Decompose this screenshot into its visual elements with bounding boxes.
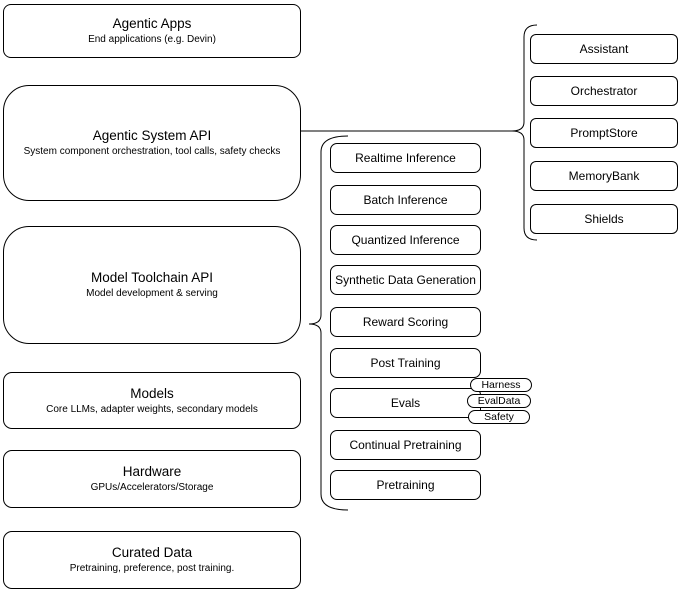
node-post-training: Post Training xyxy=(330,348,481,378)
toolchain-group-brace xyxy=(308,135,349,511)
node-memorybank: MemoryBank xyxy=(530,161,678,191)
node-subtitle: End applications (e.g. Devin) xyxy=(88,34,216,45)
node-label: Continual Pretraining xyxy=(349,438,462,452)
node-label: Orchestrator xyxy=(570,84,638,98)
node-title: Models xyxy=(130,385,174,401)
node-title: Agentic System API xyxy=(92,128,212,143)
node-label: Post Training xyxy=(370,356,441,370)
node-continual-pretraining: Continual Pretraining xyxy=(330,430,481,460)
node-label: Batch Inference xyxy=(363,193,448,207)
node-models: Models Core LLMs, adapter weights, secon… xyxy=(3,372,301,429)
node-hardware: Hardware GPUs/Accelerators/Storage xyxy=(3,450,301,508)
node-model-toolchain-api: Model Toolchain API Model development & … xyxy=(3,226,301,344)
node-subtitle: GPUs/Accelerators/Storage xyxy=(90,482,214,493)
node-subtitle: System component orchestration, tool cal… xyxy=(23,146,281,157)
node-subtitle: Model development & serving xyxy=(86,288,218,299)
node-label: MemoryBank xyxy=(568,169,640,183)
node-subtitle: Core LLMs, adapter weights, secondary mo… xyxy=(46,403,258,415)
node-subtitle: Pretraining, preference, post training. xyxy=(69,563,235,574)
node-realtime-inference: Realtime Inference xyxy=(330,143,481,173)
badge-label: Harness xyxy=(481,379,521,391)
node-label: Assistant xyxy=(579,42,629,56)
node-label: Evals xyxy=(390,396,421,410)
node-evals: Evals xyxy=(330,388,481,418)
node-label: Shields xyxy=(584,212,624,226)
node-title: Hardware xyxy=(122,464,182,479)
badge-harness: Harness xyxy=(470,378,532,392)
badge-evaldata: EvalData xyxy=(467,394,531,408)
node-quantized-inference: Quantized Inference xyxy=(330,225,481,255)
node-title: Model Toolchain API xyxy=(90,270,214,285)
node-batch-inference: Batch Inference xyxy=(330,185,481,215)
node-label: Pretraining xyxy=(376,478,435,492)
node-shields: Shields xyxy=(530,204,678,234)
node-title: Curated Data xyxy=(111,545,193,560)
node-label: Quantized Inference xyxy=(351,233,460,247)
node-synthetic-data-generation: Synthetic Data Generation xyxy=(330,265,481,295)
node-label: Reward Scoring xyxy=(362,315,449,329)
node-curated-data: Curated Data Pretraining, preference, po… xyxy=(3,531,301,589)
node-label: PromptStore xyxy=(570,126,638,140)
node-promptstore: PromptStore xyxy=(530,118,678,148)
node-label: Realtime Inference xyxy=(355,151,456,165)
badge-safety: Safety xyxy=(468,410,530,424)
badge-label: EvalData xyxy=(477,395,521,407)
node-label: Synthetic Data Generation xyxy=(335,273,476,287)
node-assistant: Assistant xyxy=(530,34,678,64)
node-reward-scoring: Reward Scoring xyxy=(330,307,481,337)
system-group-brace xyxy=(511,24,538,241)
node-orchestrator: Orchestrator xyxy=(530,76,678,106)
badge-label: Safety xyxy=(484,411,514,423)
node-agentic-system-api: Agentic System API System component orch… xyxy=(3,85,301,201)
node-pretraining: Pretraining xyxy=(330,470,481,500)
node-title: Agentic Apps xyxy=(112,16,192,31)
node-agentic-apps: Agentic Apps End applications (e.g. Devi… xyxy=(3,4,301,58)
